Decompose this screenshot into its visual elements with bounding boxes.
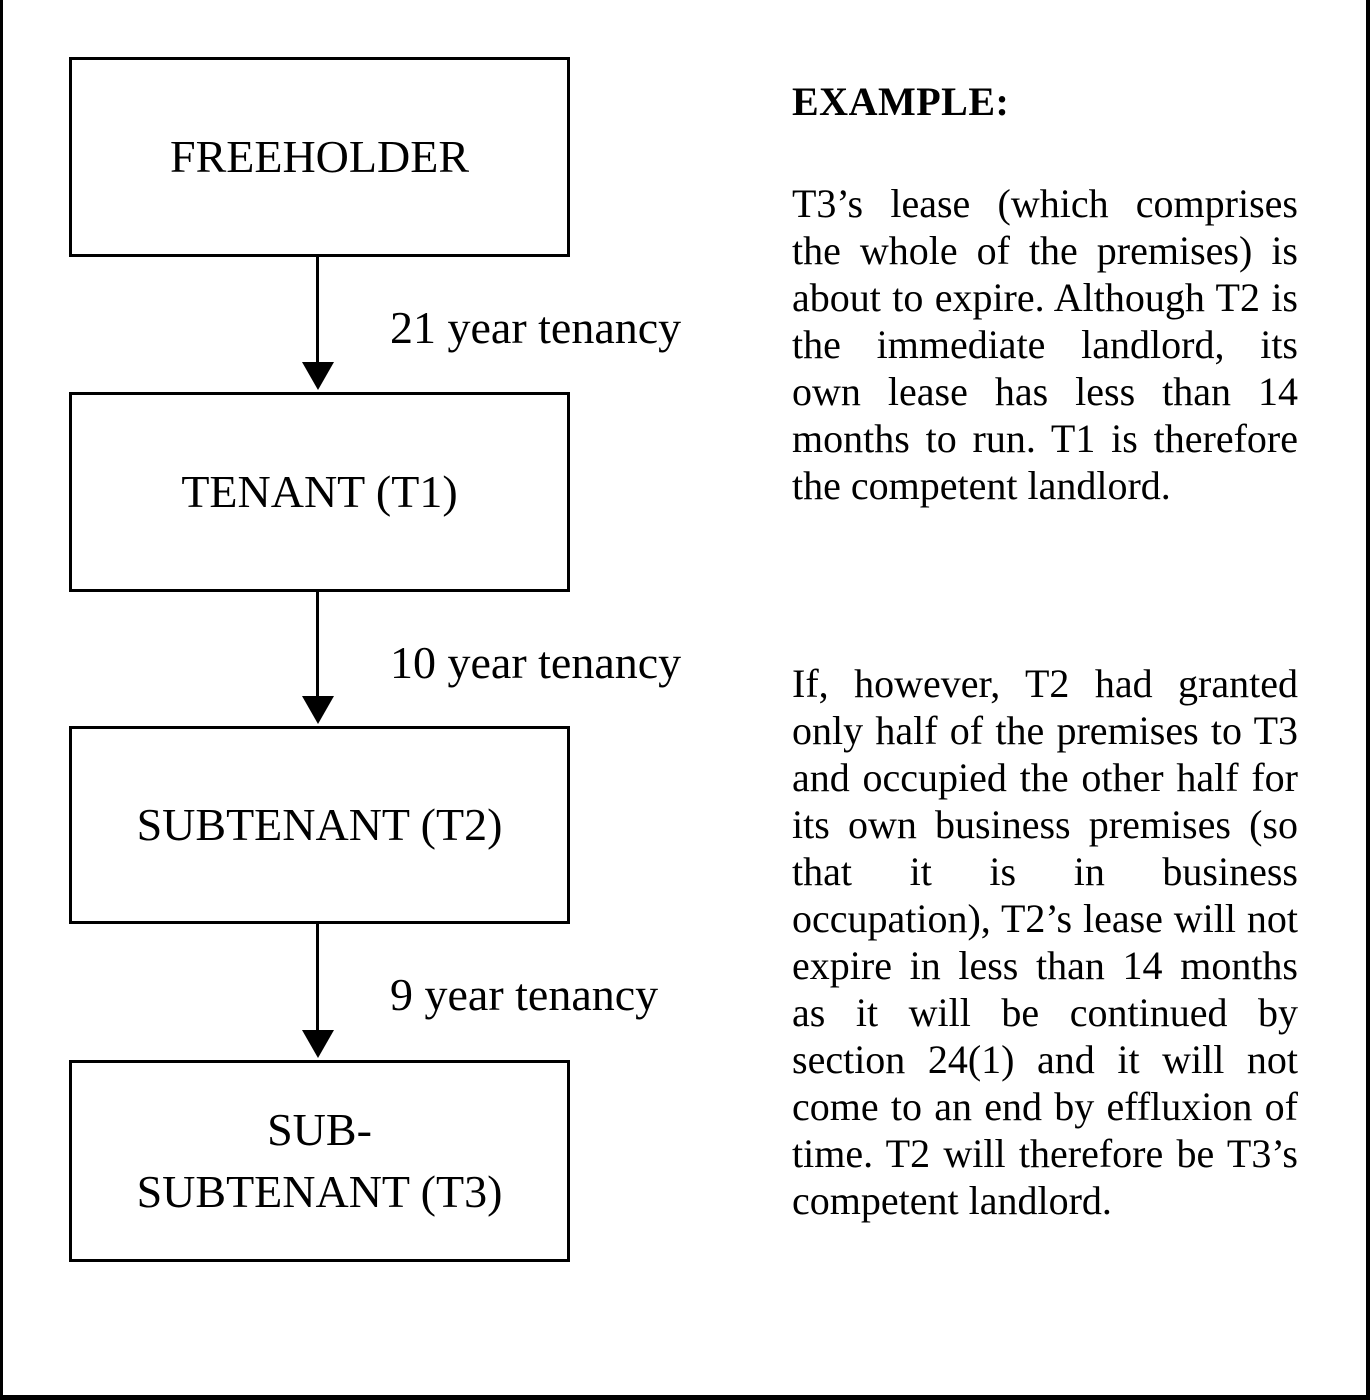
example-heading: EXAMPLE: [792,79,1010,124]
tenancy-label-9-year: 9 year tenancy [390,969,659,1020]
arrow-stem [316,257,319,364]
arrow-head [302,696,334,724]
flow-box-label: TENANT (T1) [181,465,458,517]
arrow-head [302,362,334,390]
flow-box-sub-subtenant-t3: SUB- SUBTENANT (T3) [69,1060,570,1262]
flow-box-subtenant-t2: SUBTENANT (T2) [69,726,570,924]
flow-box-label: SUBTENANT (T2) [136,798,503,850]
flow-box-freeholder: FREEHOLDER [69,57,570,257]
flow-box-label: FREEHOLDER [170,130,469,182]
arrow-stem [316,592,319,698]
tenancy-label-10-year: 10 year tenancy [390,637,682,688]
flow-box-label: SUB- SUBTENANT (T3) [136,1103,503,1217]
example-paragraph-1: T3’s lease (which comprises the whole of… [792,181,1298,508]
flow-box-tenant-t1: TENANT (T1) [69,392,570,592]
example-paragraph-2: If, however, T2 had granted only half of… [792,661,1298,1223]
tenancy-label-21-year: 21 year tenancy [390,302,682,353]
arrow-stem [316,924,319,1032]
arrow-down-icon [302,924,334,1058]
arrow-down-icon [302,592,334,724]
arrow-head [302,1030,334,1058]
arrow-down-icon [302,257,334,390]
